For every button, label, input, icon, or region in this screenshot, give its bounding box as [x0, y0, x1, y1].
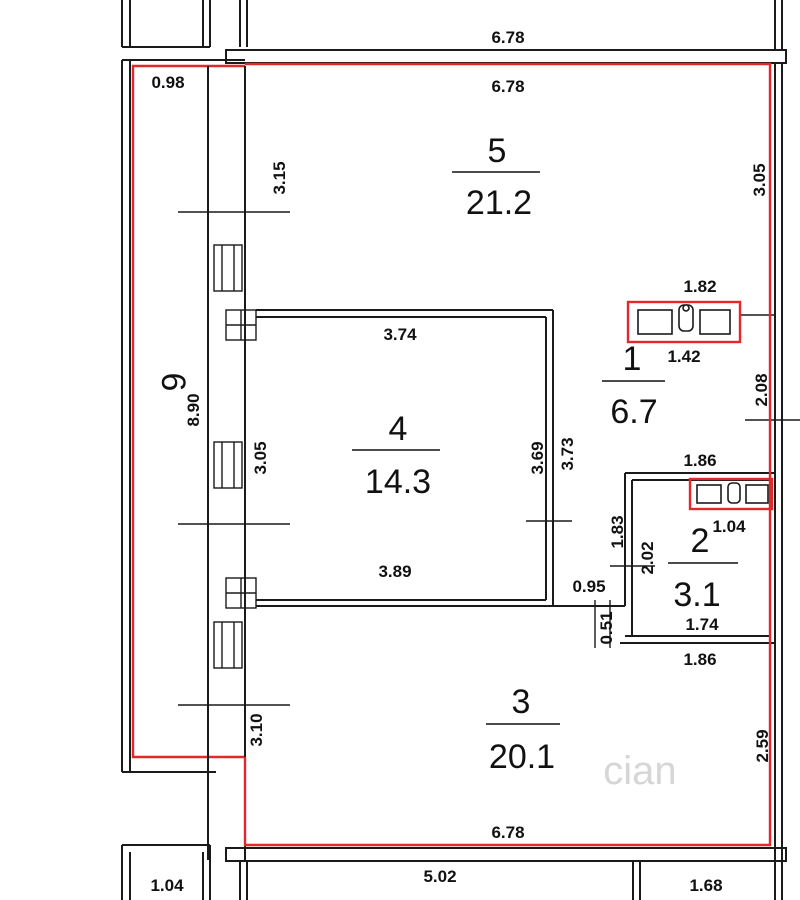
dim-room1-fixture-top: 1.82 — [683, 277, 716, 296]
room-number: 6 — [154, 373, 192, 392]
dim-room1-right: 2.08 — [752, 373, 771, 406]
dim-room5-right: 3.05 — [750, 163, 769, 196]
room-label-4: 4 14.3 — [352, 410, 440, 501]
balcony-outline — [131, 64, 245, 759]
bathroom-fixture — [688, 477, 774, 511]
window-room5 — [213, 244, 243, 292]
dim-room4-bottom: 3.89 — [378, 562, 411, 581]
dim-room2-bottom-inner: 1.74 — [685, 615, 719, 634]
kitchen-fixture — [626, 300, 742, 344]
room-label-5: 5 21.2 — [452, 132, 540, 222]
dimension-labels: 6.78 6.78 0.98 1.82 1.42 3.74 3.89 1.86 … — [150, 28, 772, 895]
room-number: 1 — [623, 340, 642, 378]
dim-bottom-mid: 5.02 — [423, 867, 456, 886]
dim-room4-right-outer: 3.73 — [558, 437, 577, 470]
dim-room4-top: 3.74 — [383, 325, 417, 344]
watermark: cian — [603, 749, 676, 793]
dim-room5-top: 6.78 — [491, 77, 524, 96]
room-area: 6.7 — [610, 393, 657, 431]
dim-top-outer: 6.78 — [491, 28, 524, 47]
dim-bottom-left: 1.04 — [150, 876, 184, 895]
dim-room2-left-a: 1.83 — [608, 515, 627, 548]
dim-room3-right: 2.59 — [753, 729, 772, 762]
dim-room3-bottom: 6.78 — [491, 823, 524, 842]
dim-room2-left-b: 2.02 — [638, 541, 657, 574]
dim-bottom-right: 1.68 — [689, 876, 722, 895]
window-room4 — [213, 441, 243, 489]
room-area: 21.2 — [466, 184, 532, 222]
dim-room2-top: 1.86 — [683, 451, 716, 470]
room-label-2: 2 3.1 — [668, 522, 738, 614]
dim-passage-depth: 0.51 — [597, 611, 616, 644]
room-number: 4 — [389, 410, 408, 448]
dim-room5-left: 3.15 — [270, 161, 289, 194]
dim-room2-fixture: 1.04 — [712, 517, 746, 536]
room-number: 5 — [488, 132, 507, 170]
room-label-6: 6 — [154, 373, 192, 392]
dim-passage: 0.95 — [572, 577, 605, 596]
room-label-3: 3 20.1 — [486, 683, 560, 776]
dim-room1-fixture-bottom: 1.42 — [667, 347, 700, 366]
bottom-walls — [121, 844, 787, 900]
right-exterior-wall — [740, 63, 800, 860]
dim-balcony-top: 0.98 — [151, 73, 184, 92]
window-room3 — [213, 621, 243, 669]
dim-room4-right-inner: 3.69 — [528, 441, 547, 474]
room-4-walls — [256, 309, 625, 607]
vent-shafts — [225, 309, 257, 609]
left-exterior-wall — [178, 66, 290, 860]
room-label-1: 1 6.7 — [602, 340, 665, 431]
room-area: 14.3 — [365, 463, 431, 501]
room-number: 2 — [691, 522, 710, 560]
dim-balcony-length: 8.90 — [184, 393, 203, 426]
balcony — [121, 59, 245, 773]
room-area: 20.1 — [489, 738, 555, 776]
dim-room3-left: 3.10 — [247, 713, 266, 746]
apartment-outline — [243, 62, 772, 847]
room-area: 3.1 — [673, 576, 720, 614]
dim-room4-left: 3.05 — [251, 441, 270, 474]
top-walls — [121, 0, 787, 64]
room-number: 3 — [512, 683, 531, 721]
dim-room2-bottom-outer: 1.86 — [683, 650, 716, 669]
